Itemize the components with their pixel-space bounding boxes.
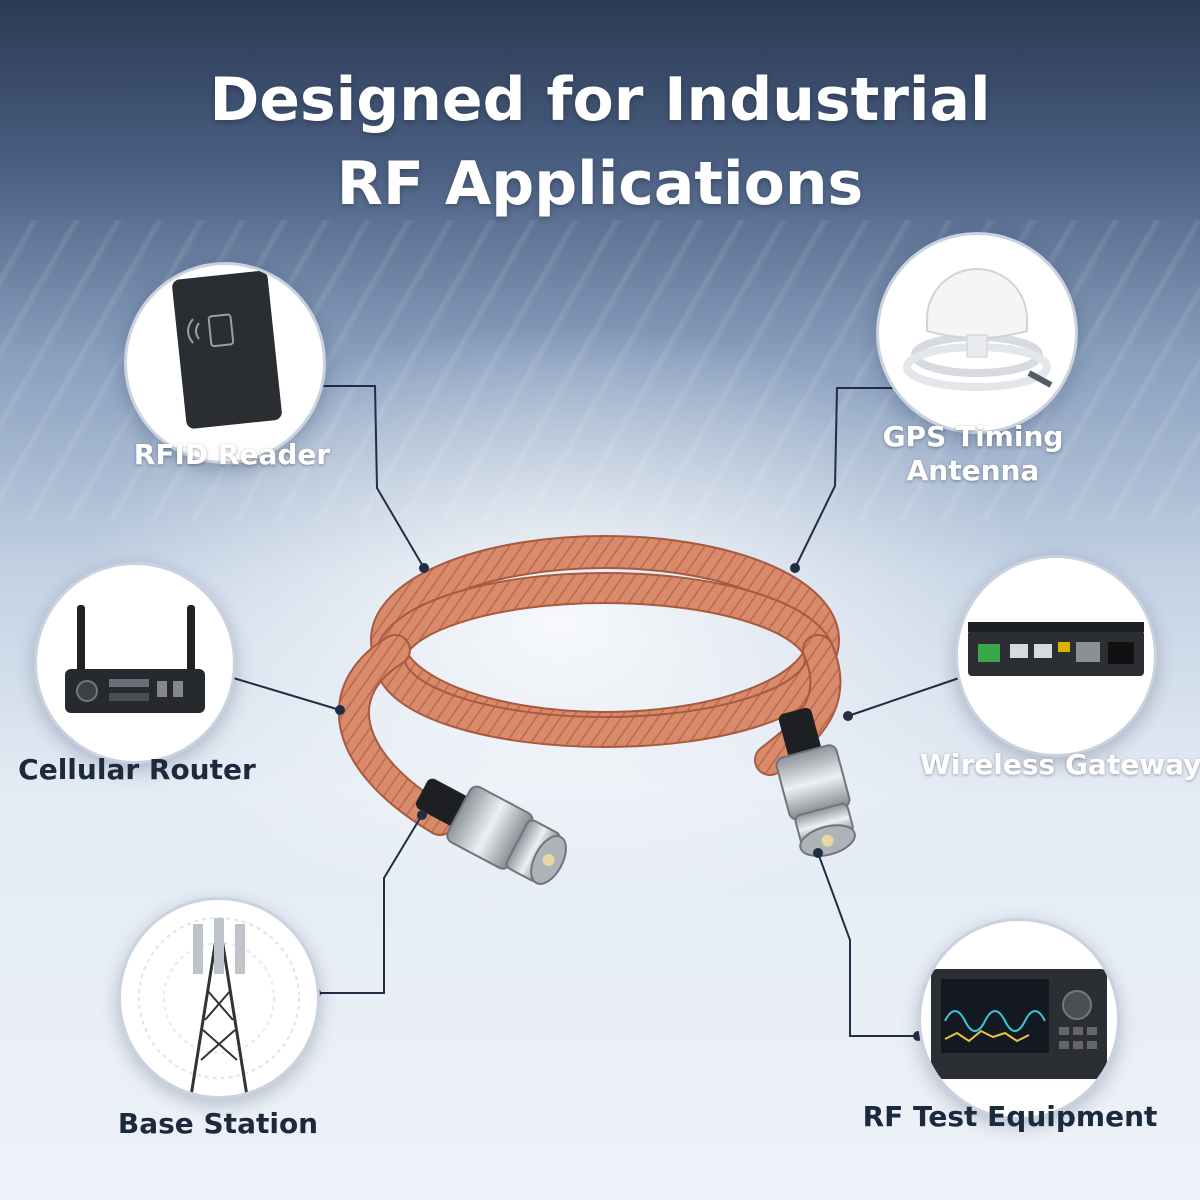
callout-line-base bbox=[316, 814, 423, 994]
tnc-connector-left bbox=[416, 778, 567, 885]
callout-line-test bbox=[817, 852, 918, 1037]
gps-antenna-icon bbox=[903, 268, 1053, 391]
headline-line-2: RF Applications bbox=[336, 149, 864, 219]
tnc-connector-right bbox=[775, 707, 856, 857]
callout-dot bbox=[419, 563, 429, 573]
callout-lines bbox=[229, 385, 966, 1037]
rfid-reader-icon bbox=[172, 270, 282, 429]
application-circle-gateway bbox=[955, 555, 1157, 757]
callout-dot bbox=[417, 810, 427, 820]
cable-lead-right-braid bbox=[756, 636, 840, 774]
application-label-gps: GPS Timing Antenna bbox=[860, 420, 1086, 488]
application-label-gps-line-2: Antenna bbox=[906, 454, 1040, 487]
application-circle-gps bbox=[876, 232, 1078, 434]
callout-dot bbox=[813, 848, 823, 858]
headline-line-1: Designed for Industrial bbox=[209, 65, 991, 135]
application-label-gateway: Wireless Gateway bbox=[920, 748, 1200, 781]
rf-test-equipment-icon bbox=[931, 969, 1107, 1079]
application-label-gps-line-1: GPS Timing bbox=[882, 420, 1064, 453]
application-label-base: Base Station bbox=[117, 1107, 319, 1140]
application-circle-rfid bbox=[124, 262, 326, 464]
callout-line-router bbox=[229, 676, 341, 711]
callout-line-gateway bbox=[847, 675, 966, 717]
callout-dot bbox=[335, 705, 345, 715]
application-label-router: Cellular Router bbox=[18, 753, 256, 786]
callout-line-rfid bbox=[316, 385, 425, 569]
cable-loop-middle-braid bbox=[376, 574, 834, 746]
application-circle-test bbox=[918, 918, 1120, 1120]
application-label-test: RF Test Equipment bbox=[862, 1100, 1158, 1133]
wireless-gateway-icon bbox=[968, 622, 1144, 676]
callout-dot bbox=[790, 563, 800, 573]
application-label-rfid: RFID Reader bbox=[133, 438, 331, 471]
headline: Designed for Industrial RF Applications bbox=[0, 58, 1200, 226]
callout-dot bbox=[843, 711, 853, 721]
application-circle-base bbox=[118, 897, 320, 1099]
cell-tower-icon bbox=[138, 917, 300, 1096]
application-circle-router bbox=[34, 562, 236, 764]
callout-line-gps bbox=[794, 387, 910, 569]
cellular-router-icon bbox=[65, 605, 205, 713]
cable-lead-left-braid bbox=[339, 636, 454, 834]
